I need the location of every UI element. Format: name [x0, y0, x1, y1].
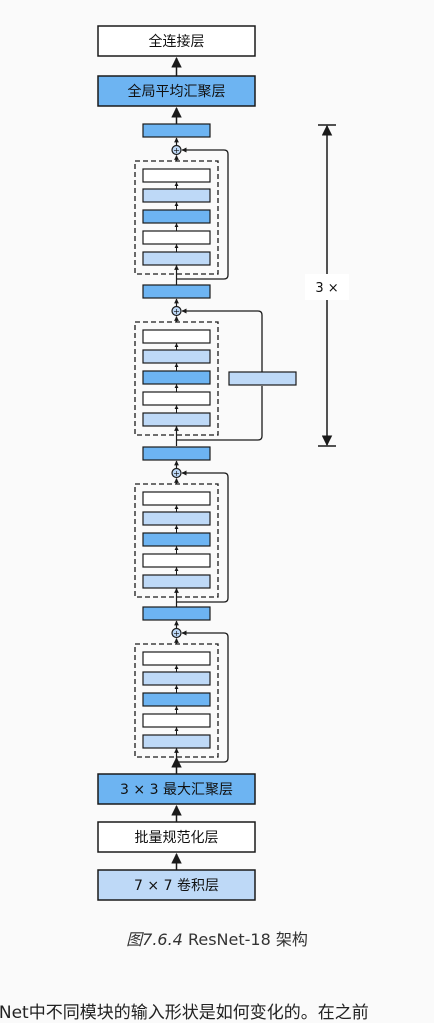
block-layer: [142, 349, 211, 364]
plus-sign: +: [173, 629, 180, 638]
block-layer: [142, 713, 211, 728]
transition-bar: [142, 123, 211, 138]
skip-connection: [176, 630, 229, 763]
block-layer: [142, 651, 211, 666]
max-pool-layer: 3 × 3 最大汇聚层: [97, 773, 256, 805]
repeat-label: 3 ×: [315, 281, 338, 296]
transition-bar: [142, 446, 211, 461]
figure-number: 图7.6.4: [126, 930, 183, 949]
fc-layer: 全连接层: [97, 25, 256, 57]
block-layer: [142, 532, 211, 547]
block-layer: [142, 370, 211, 385]
transition-bar: [142, 606, 211, 621]
global-avg-pool-label: 全局平均汇聚层: [128, 83, 226, 100]
add-node: [171, 627, 182, 639]
block-layer: [142, 251, 211, 266]
figure-caption: 图7.6.4 ResNet-18 架构: [0, 926, 434, 950]
repeat-bracket: 3 ×: [305, 124, 349, 447]
block-layer: [142, 412, 211, 427]
residual-stages: + + + +: [134, 123, 297, 768]
add-node: [171, 467, 182, 479]
add-node: [171, 144, 182, 156]
block-layer: [142, 209, 211, 224]
transition-bar: [142, 284, 211, 299]
residual-block-container: [134, 483, 219, 598]
block-layer: [142, 734, 211, 749]
plus-sign: +: [173, 307, 180, 316]
block-layer: [142, 553, 211, 568]
block-layer: [142, 168, 211, 183]
block-layer: [142, 230, 211, 245]
plus-sign: +: [173, 146, 180, 155]
stage-3: +: [134, 446, 229, 608]
figure-title: ResNet-18 架构: [187, 930, 308, 949]
block-layer: [142, 692, 211, 707]
block-layer: [142, 188, 211, 203]
conv7-layer: 7 × 7 卷积层: [97, 869, 256, 901]
add-node: [171, 305, 182, 317]
block-layer: [142, 391, 211, 406]
conv7-label: 7 × 7 卷积层: [134, 878, 219, 894]
residual-block-container: [134, 160, 219, 275]
block-layer: [142, 329, 211, 344]
max-pool-label: 3 × 3 最大汇聚层: [120, 782, 233, 798]
block-layer: [142, 574, 211, 589]
batch-norm-label: 批量规范化层: [135, 829, 219, 846]
stage-2: +: [134, 284, 297, 446]
plus-sign: +: [173, 469, 180, 478]
block-layer: [142, 491, 211, 506]
batch-norm-layer: 批量规范化层: [97, 821, 256, 853]
following-paragraph: sNet中不同模块的输入形状是如何变化的。在之前: [0, 1003, 369, 1023]
projection-layer: [228, 371, 297, 386]
skip-connection-upper: [181, 308, 263, 372]
block-layer: [142, 511, 211, 526]
skip-connection: [176, 147, 229, 280]
fc-layer-label: 全连接层: [149, 33, 205, 50]
skip-connection: [176, 470, 229, 603]
block-layer: [142, 671, 211, 686]
residual-block-container: [134, 643, 219, 758]
stage-4: +: [134, 606, 229, 768]
skip-connection-lower: [176, 386, 263, 441]
resnet18-diagram: 全连接层 全局平均汇聚层 + + + + 3 × 3 × 3 最大汇聚层 批量规范化层…: [97, 25, 349, 901]
global-avg-pool-layer: 全局平均汇聚层: [97, 75, 256, 107]
residual-block-container: [134, 321, 219, 436]
stage-1: +: [134, 123, 229, 285]
